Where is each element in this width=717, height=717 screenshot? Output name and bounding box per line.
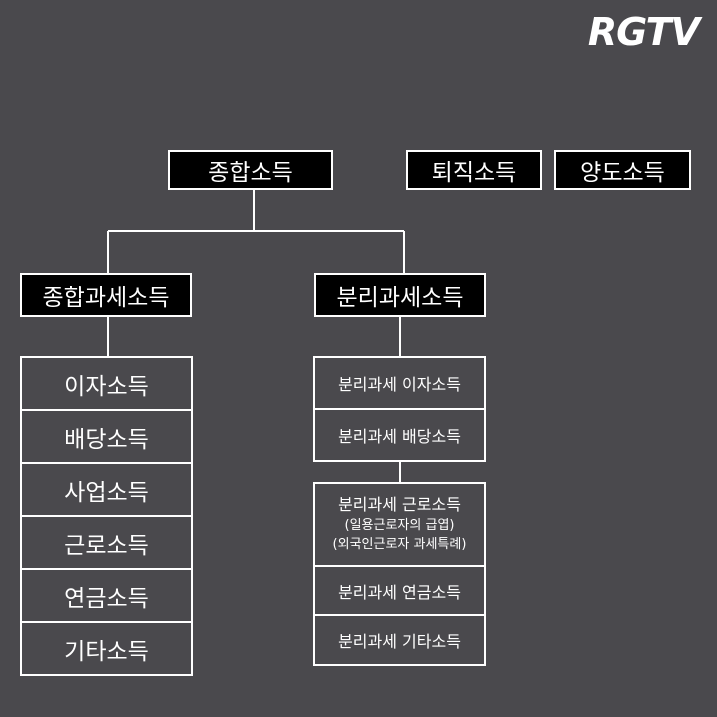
list-item: 분리과세 이자소득 — [315, 358, 484, 408]
list-item: 분리과세 연금소득 — [315, 564, 484, 615]
list-item-label: 분리과세 이자소득 — [338, 375, 461, 394]
list-item-label: 이자소득 — [64, 373, 149, 400]
list-item-label: 사업소득 — [64, 479, 149, 506]
separate-taxation-label: 분리과세소득 — [336, 285, 464, 311]
list-item-label: 근로소득 — [64, 532, 149, 559]
comprehensive-income-label: 종합소득 — [208, 160, 293, 186]
list-item-label: 분리과세 근로소득 — [338, 495, 461, 515]
list-item: 연금소득 — [22, 568, 191, 621]
comprehensive-income-list: 이자소득 배당소득 사업소득 근로소득 연금소득 기타소득 — [20, 356, 193, 676]
retirement-income-box: 퇴직소득 — [406, 150, 542, 190]
separate-income-list-upper: 분리과세 이자소득 분리과세 배당소득 — [313, 356, 486, 462]
comprehensive-taxation-box: 종합과세소득 — [20, 273, 192, 317]
comprehensive-taxation-label: 종합과세소득 — [42, 285, 170, 311]
list-item-label: 배당소득 — [64, 426, 149, 453]
list-item-note: (외국인근로자 과세특례) — [332, 537, 467, 553]
list-item: 기타소득 — [22, 621, 191, 674]
list-item: 분리과세 기타소득 — [315, 614, 484, 664]
list-item: 근로소득 — [22, 515, 191, 568]
transfer-income-box: 양도소득 — [554, 150, 691, 190]
list-item: 분리과세 배당소득 — [315, 408, 484, 460]
retirement-income-label: 퇴직소득 — [431, 160, 517, 186]
rgtv-logo: RGTV — [587, 10, 700, 54]
list-item: 이자소득 — [22, 358, 191, 409]
list-item: 사업소득 — [22, 462, 191, 515]
list-item-label: 분리과세 배당소득 — [338, 427, 461, 446]
list-item-label: 연금소득 — [64, 585, 149, 612]
transfer-income-label: 양도소득 — [580, 160, 665, 186]
list-item: 분리과세 근로소득 (일용근로자의 급엽) (외국인근로자 과세특례) — [315, 484, 484, 565]
list-item-label: 기타소득 — [64, 638, 149, 665]
comprehensive-income-box: 종합소득 — [168, 150, 333, 190]
list-item-note: (일용근로자의 급엽) — [344, 518, 455, 534]
list-item-label: 분리과세 연금소득 — [338, 582, 461, 602]
separate-income-list-lower: 분리과세 근로소득 (일용근로자의 급엽) (외국인근로자 과세특례) 분리과세… — [313, 482, 486, 666]
list-item: 배당소득 — [22, 409, 191, 462]
list-item-label: 분리과세 기타소득 — [338, 632, 461, 652]
separate-taxation-box: 분리과세소득 — [314, 273, 486, 317]
